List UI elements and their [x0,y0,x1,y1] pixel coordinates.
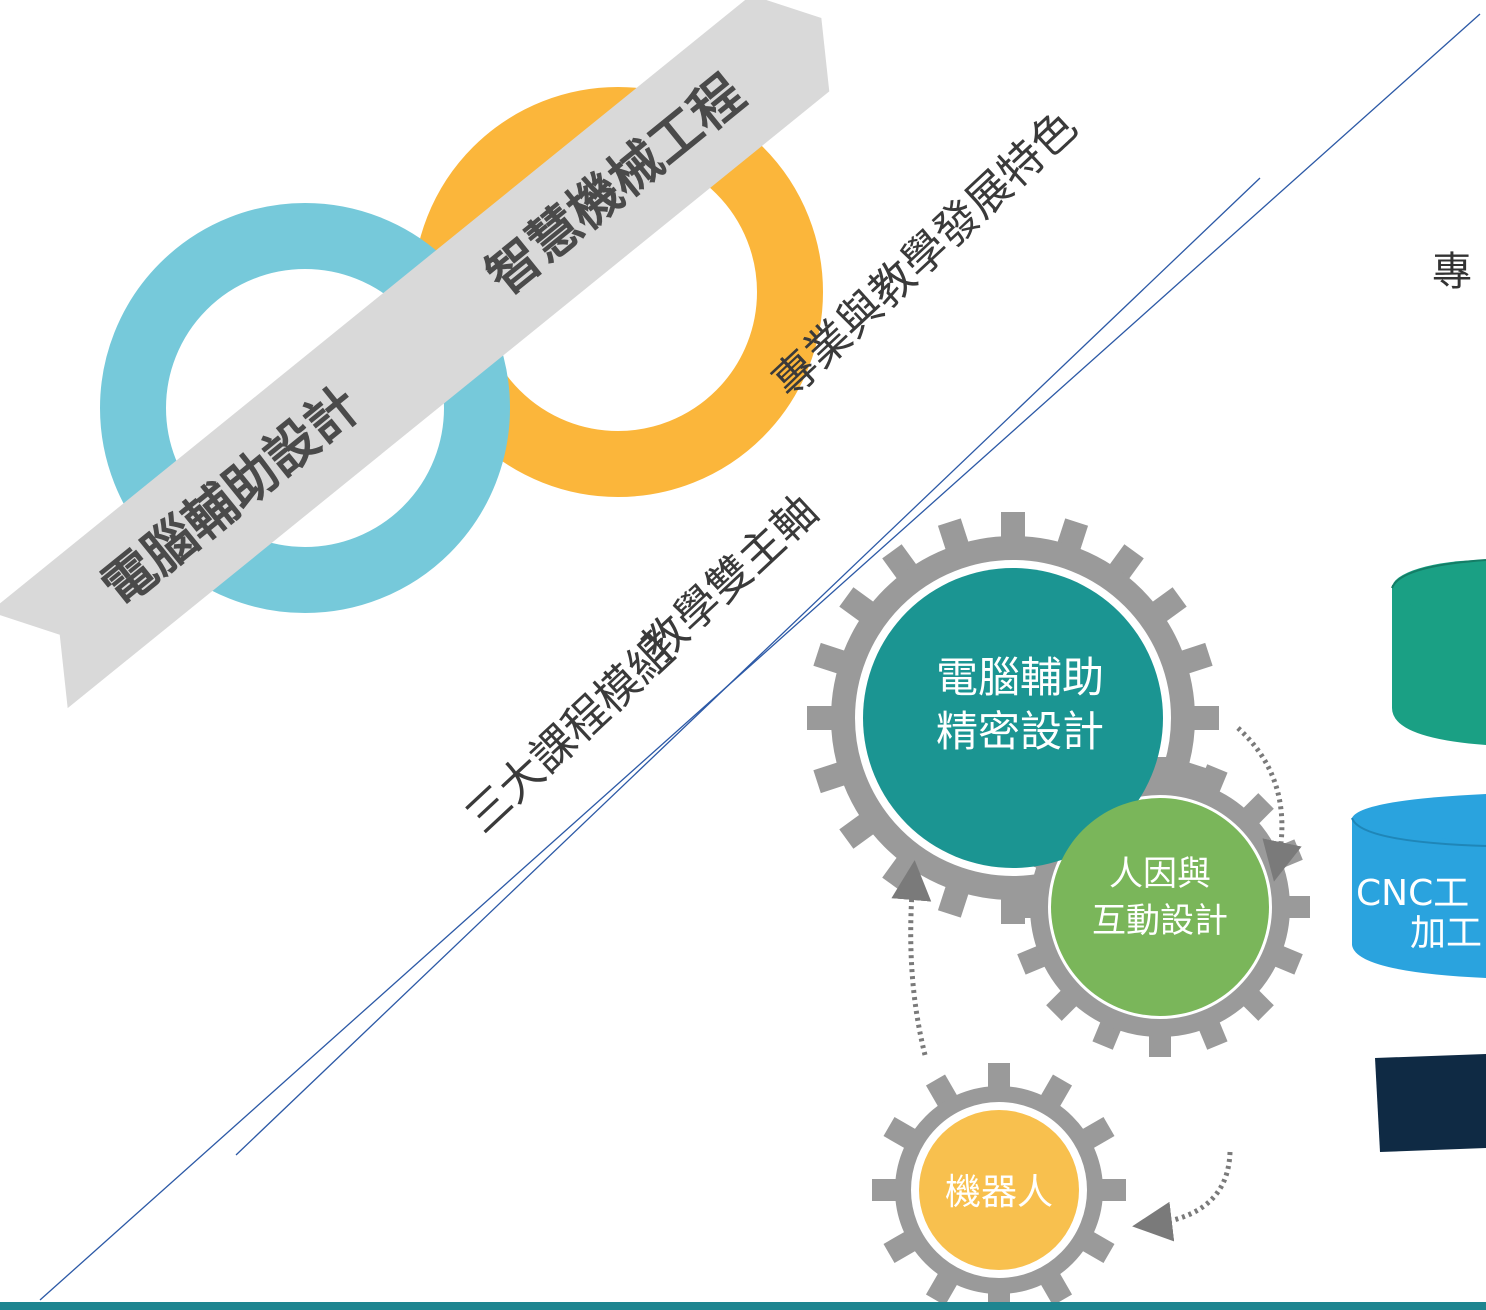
axis-title-modules: 三大課程模組 [456,626,684,843]
module-circle-cad [863,568,1163,868]
dark-bar [1375,1054,1486,1152]
module-label-hci-1: 人因與 [1109,854,1211,894]
module-circle-hci [1051,798,1269,1016]
gear-tooth [807,706,837,730]
arrow-cad-to-hci [1236,726,1302,882]
features-header: 專 [1432,249,1472,295]
module-label-hci-2: 互動設計 [1092,901,1228,941]
module-label-cad-1: 電腦輔助 [936,653,1104,702]
cylinder-blue-label-2: 加工 [1410,913,1482,954]
gear-tooth [1189,706,1219,730]
gear-tooth [1149,1031,1171,1057]
module-label-cad-2: 精密設計 [936,707,1104,756]
divider-line-2 [39,13,1481,1301]
divider-line-1 [235,177,1261,1156]
cylinder-blue [1351,794,1486,978]
module-circle-robot [919,1110,1079,1270]
gear-tooth [1097,1179,1126,1201]
gear-tooth [872,1179,901,1201]
cyan-ring [100,203,510,613]
module-label-robot: 機器人 [945,1172,1053,1213]
gear-tooth [1010,896,1036,918]
arrow-robot-to-cad [891,860,932,1056]
gear-tooth [1284,896,1310,918]
arrow-hci-to-robot [1132,1151,1233,1242]
cylinder-blue-label-1: CNC工 [1356,873,1469,914]
gear-tooth [988,1063,1010,1092]
bottom-bar [0,1302,1486,1310]
cylinder-green [1391,559,1486,745]
